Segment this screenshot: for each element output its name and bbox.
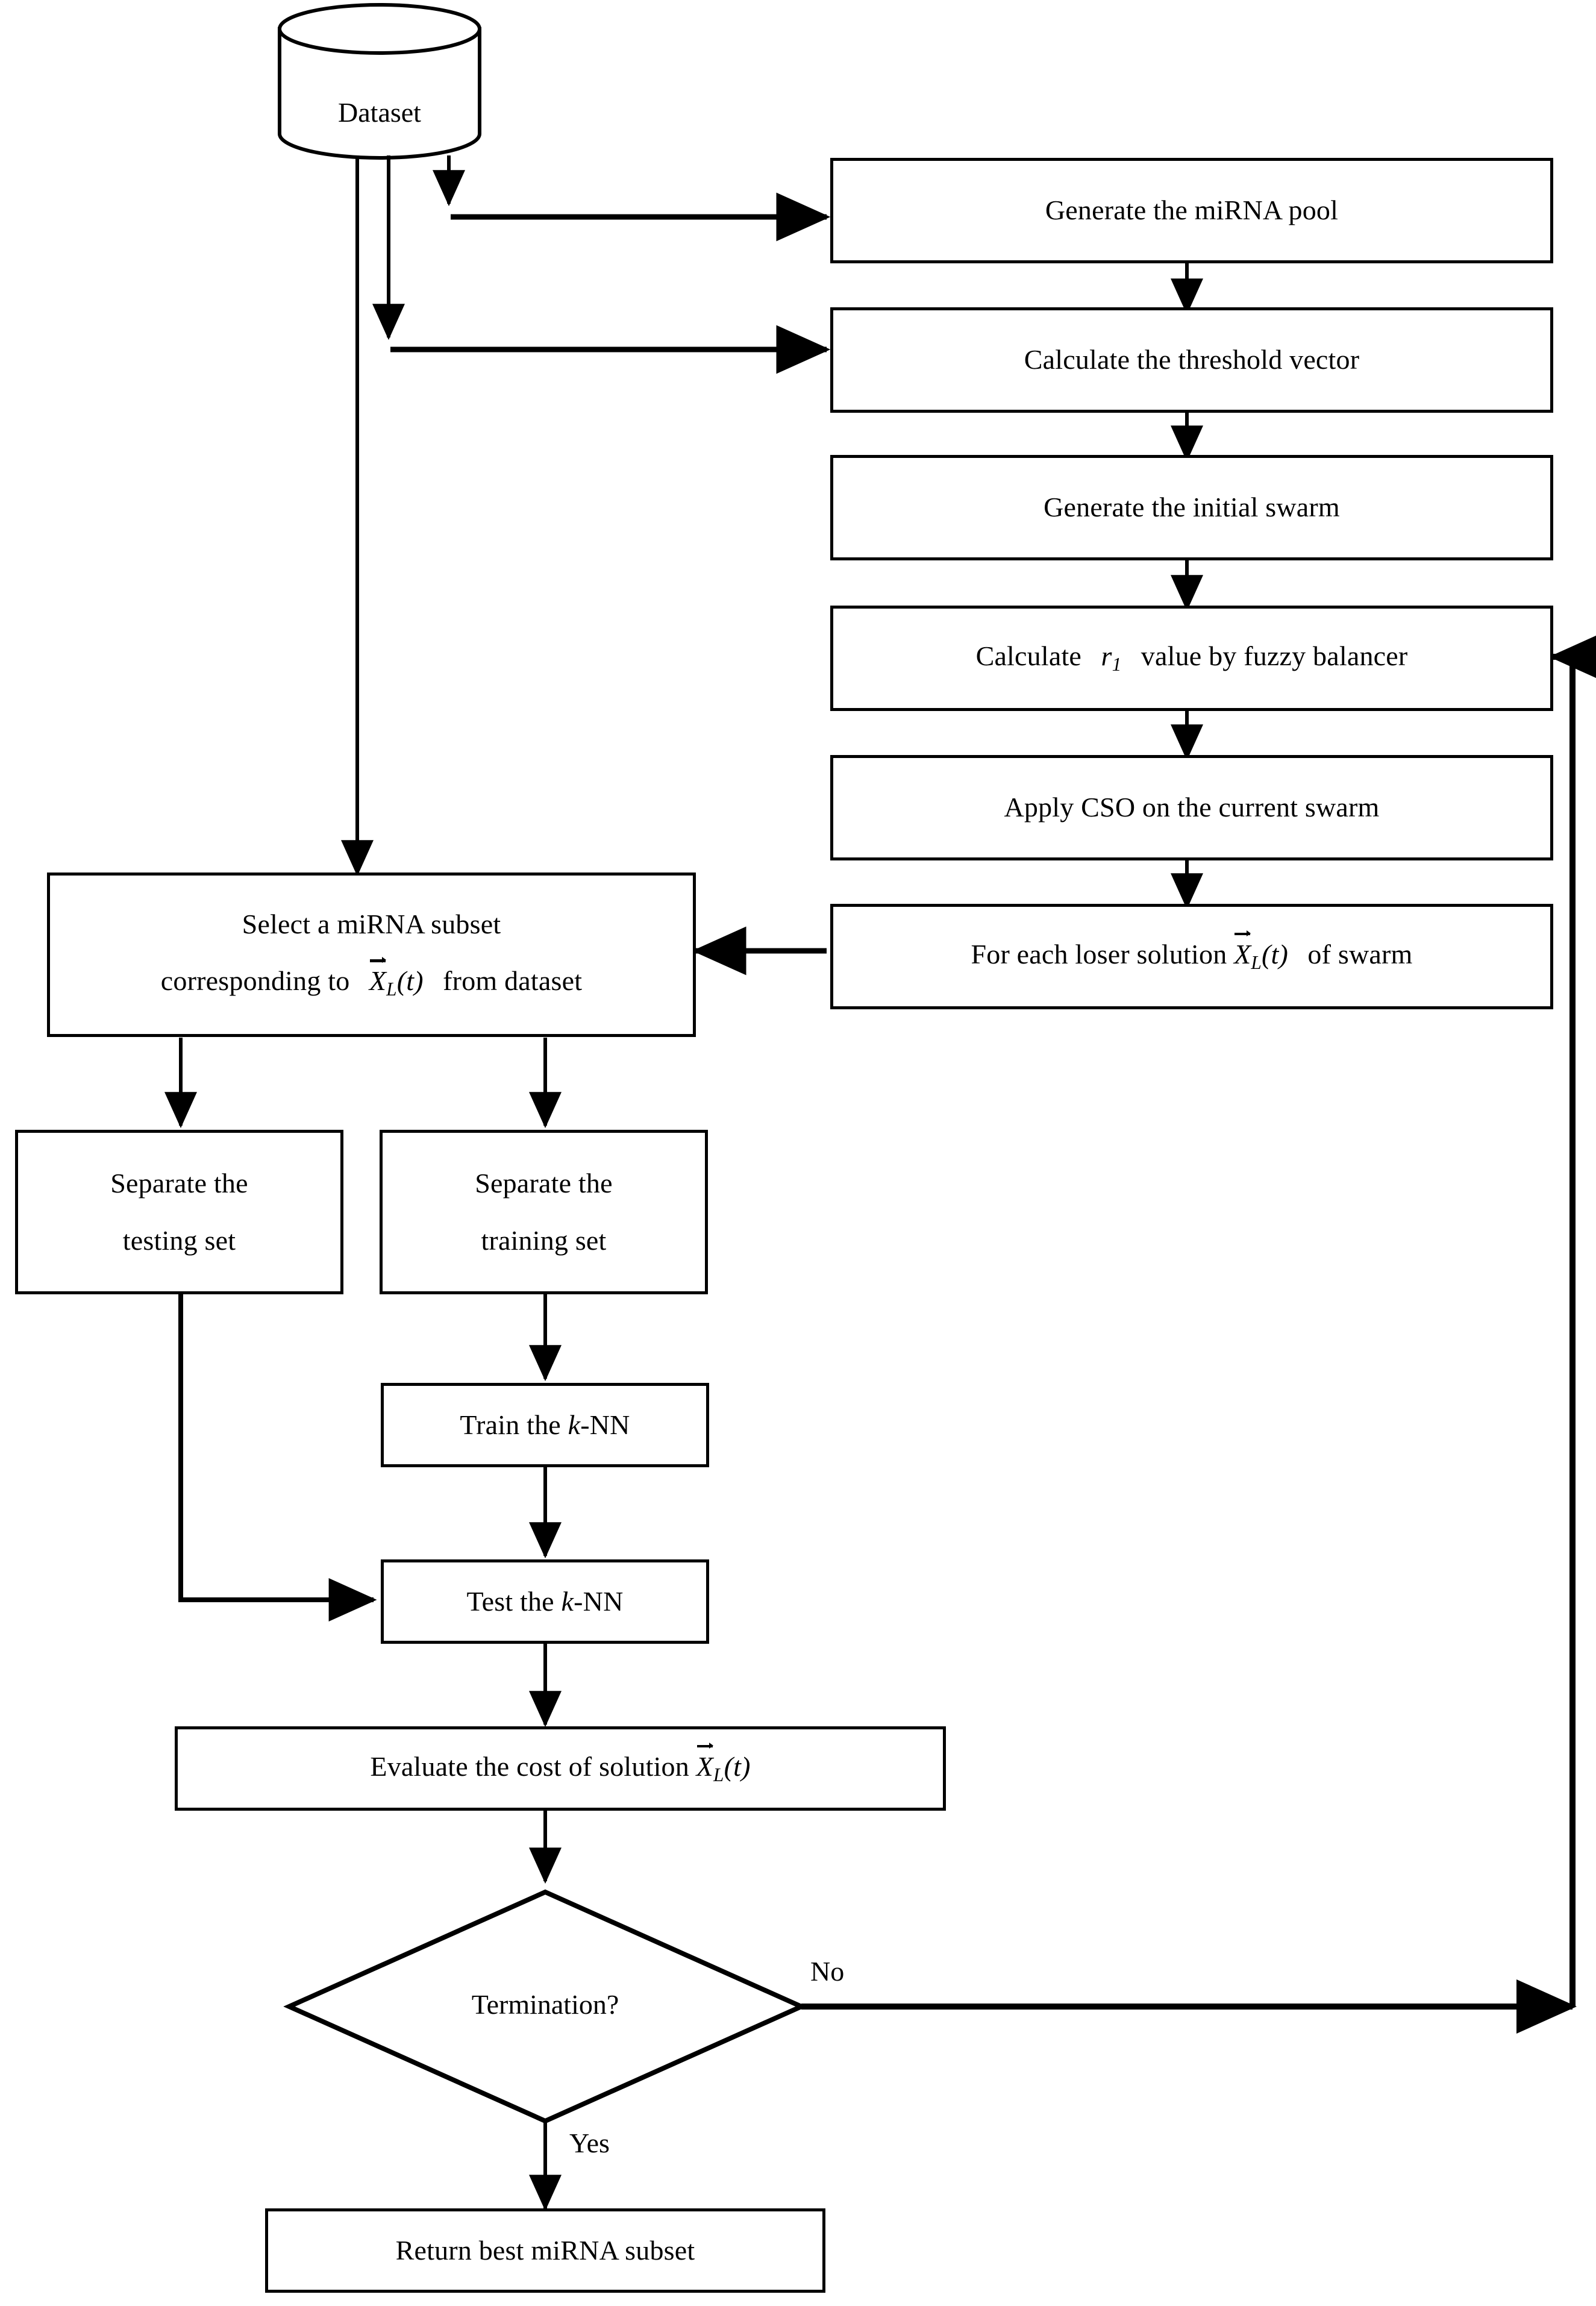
node-separate-testing-set[interactable]: Separate the testing set [15, 1130, 343, 1294]
edge-label-yes: Yes [569, 2128, 610, 2158]
test-knn-label: Test the k-NN [467, 1587, 624, 1616]
r1-subscript: 1 [1112, 653, 1122, 675]
train-knn-prefix: Train the [460, 1409, 568, 1440]
r1-prefix: Calculate [975, 641, 1089, 672]
node-generate-mirna-pool-label: Generate the miRNA pool [1045, 195, 1339, 226]
select-subset-prefix: corresponding to [160, 965, 357, 997]
test-knn-prefix: Test the [466, 1585, 562, 1617]
separate-training-line2: training set [481, 1224, 607, 1256]
node-test-knn[interactable]: Test the k-NN [381, 1559, 709, 1644]
node-select-mirna-subset[interactable]: Select a miRNA subset corresponding to X… [47, 873, 696, 1037]
select-subset-of-t: (t) [396, 965, 424, 997]
test-knn-k: k [561, 1585, 574, 1617]
return-best-subset-label: Return best miRNA subset [395, 2234, 695, 2266]
separate-training-line1: Separate the [475, 1168, 613, 1199]
select-subset-vector-x: X [369, 957, 386, 995]
termination-decision-label: Termination? [471, 1989, 619, 2020]
node-calculate-r1-label: Calculate r1 value by fuzzy balancer [976, 642, 1408, 675]
train-knn-suffix: -NN [580, 1409, 630, 1440]
loser-suffix: of swarm [1300, 939, 1413, 970]
evaluate-cost-prefix: Evaluate the cost of solution [370, 1750, 696, 1782]
dataset-cylinder-shape [278, 3, 481, 160]
separate-testing-line1: Separate the [110, 1168, 248, 1199]
evaluate-cost-of-t: (t) [724, 1750, 751, 1782]
node-apply-cso-label: Apply CSO on the current swarm [1004, 792, 1380, 823]
r1-variable: r [1101, 641, 1112, 672]
separate-testing-line2: testing set [122, 1224, 236, 1256]
select-subset-subscript: L [386, 979, 397, 1000]
node-evaluate-cost[interactable]: Evaluate the cost of solution XL(t) [175, 1726, 946, 1811]
node-generate-initial-swarm-label: Generate the initial swarm [1044, 492, 1340, 523]
evaluate-cost-subscript: L [713, 1764, 724, 1785]
loser-of-t: (t) [1262, 939, 1289, 970]
dataset-label: Dataset [338, 97, 421, 128]
train-knn-k: k [568, 1409, 581, 1440]
select-subset-line2: corresponding to XL(t) from dataset [160, 957, 583, 1000]
select-subset-line1: Select a miRNA subset [242, 909, 501, 940]
node-return-best-subset[interactable]: Return best miRNA subset [265, 2208, 825, 2293]
select-subset-suffix: from dataset [436, 965, 583, 997]
node-calculate-r1-fuzzy-balancer[interactable]: Calculate r1 value by fuzzy balancer [830, 606, 1553, 711]
node-train-knn[interactable]: Train the k-NN [381, 1383, 709, 1467]
edge-label-no: No [810, 1956, 845, 1987]
node-generate-initial-swarm[interactable]: Generate the initial swarm [830, 455, 1553, 560]
r1-suffix: value by fuzzy balancer [1134, 641, 1408, 672]
loser-vector-x: X [1234, 930, 1251, 969]
node-apply-cso-current-swarm[interactable]: Apply CSO on the current swarm [830, 755, 1553, 860]
train-knn-label: Train the k-NN [460, 1409, 630, 1440]
evaluate-cost-label: Evaluate the cost of solution XL(t) [370, 1742, 751, 1785]
node-calculate-threshold-vector-label: Calculate the threshold vector [1024, 344, 1360, 375]
node-generate-mirna-pool[interactable]: Generate the miRNA pool [830, 158, 1553, 263]
node-for-each-loser-label: For each loser solution XL(t) of swarm [971, 930, 1413, 973]
loser-subscript: L [1251, 951, 1262, 973]
node-separate-training-set[interactable]: Separate the training set [380, 1130, 708, 1294]
evaluate-cost-vector-x: X [696, 1742, 713, 1781]
loser-prefix: For each loser solution [971, 939, 1235, 970]
node-for-each-loser-solution[interactable]: For each loser solution XL(t) of swarm [830, 904, 1553, 1009]
node-calculate-threshold-vector[interactable]: Calculate the threshold vector [830, 307, 1553, 413]
test-knn-suffix: -NN [574, 1585, 624, 1617]
